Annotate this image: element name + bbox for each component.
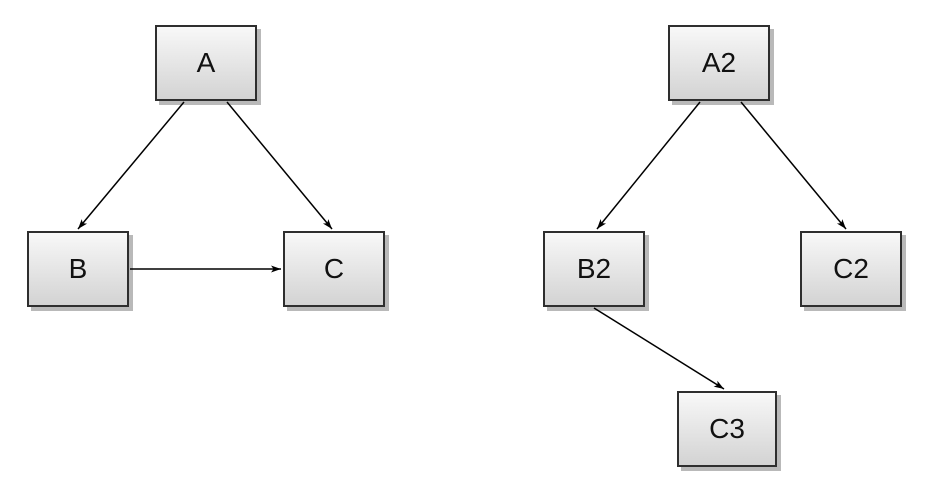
node-A[interactable]: A: [155, 25, 257, 101]
node-C3[interactable]: C3: [677, 391, 777, 467]
edge-A-B: [77, 101, 185, 230]
node-C2[interactable]: C2: [800, 231, 902, 307]
node-label: B: [68, 253, 88, 284]
node-B[interactable]: B: [27, 231, 129, 307]
node-label: A: [196, 47, 216, 78]
node-label: B2: [576, 253, 612, 284]
node-label: C: [323, 253, 345, 284]
node-label: C2: [833, 253, 869, 284]
node-label: A2: [701, 47, 737, 78]
node-label: C3: [709, 413, 745, 444]
edge-A-C: [226, 101, 333, 230]
node-B2[interactable]: B2: [543, 231, 645, 307]
edge-B2-C3: [593, 307, 725, 390]
node-C[interactable]: C: [283, 231, 385, 307]
edge-A2-B2: [596, 101, 701, 230]
node-A2[interactable]: A2: [668, 25, 770, 101]
edge-A2-C2: [740, 101, 847, 230]
